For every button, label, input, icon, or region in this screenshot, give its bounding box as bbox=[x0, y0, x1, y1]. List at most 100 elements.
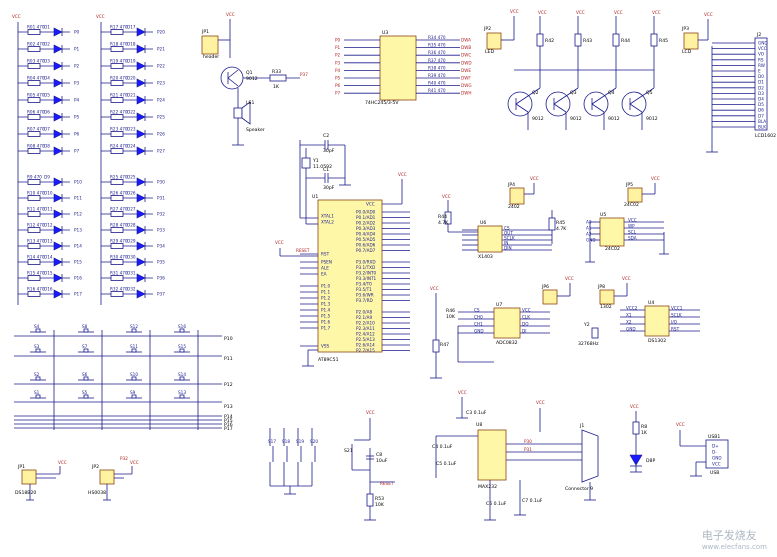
cap-label: 30pF bbox=[323, 185, 335, 191]
mcu-pin-label: P2.1/A9 bbox=[356, 315, 372, 320]
q-label: Q4 bbox=[608, 90, 615, 96]
led-icon bbox=[53, 129, 63, 139]
key-label: S14 bbox=[178, 372, 186, 377]
key-col-label: P14 bbox=[224, 414, 233, 420]
cap-label: C5 0.1uF bbox=[436, 461, 457, 467]
mcu-pin-label: P1.3 bbox=[321, 302, 331, 307]
r1-label: R44 bbox=[438, 214, 447, 220]
resistor-label: R23 470 bbox=[110, 127, 128, 132]
mcu-pin-label: P3.0/RXD bbox=[356, 260, 376, 265]
led-icon bbox=[53, 44, 63, 54]
lcd-pin-label: D4 bbox=[758, 97, 764, 102]
part-label: 24C02 bbox=[605, 246, 620, 252]
mcu-pin-label: P3.5/T1 bbox=[356, 287, 372, 292]
led-label: D6 bbox=[44, 110, 50, 115]
led-icon bbox=[136, 129, 146, 139]
vcc-label: VCC bbox=[275, 240, 284, 245]
c1-label: C1 bbox=[323, 167, 329, 173]
resistor-label: R01 470 bbox=[27, 25, 45, 30]
pin-label: P23 bbox=[157, 81, 165, 86]
u3-res-label: R37 470 bbox=[428, 58, 446, 63]
q-type-label: 9012 bbox=[532, 116, 544, 122]
lcd-pin-label: D2 bbox=[758, 85, 764, 90]
rtc-pin-label: CS bbox=[504, 226, 510, 231]
r-label: R8 bbox=[641, 424, 647, 430]
vcc-label: VCC bbox=[130, 460, 139, 465]
lcd-pin-label: D3 bbox=[758, 91, 764, 96]
adc0832: JP6 VCC VCC R47 R46 10K U7 ADC0832 CSCH0… bbox=[430, 276, 574, 379]
key-switch: S10 bbox=[126, 372, 142, 381]
led-icon bbox=[53, 177, 63, 187]
mcu-pin-label: P0.0/AD0 bbox=[356, 210, 376, 215]
r-label: R45 bbox=[659, 38, 668, 44]
led-label: D19 bbox=[127, 59, 136, 64]
pin-label: P30 bbox=[157, 180, 165, 185]
pin-label: P1 bbox=[74, 47, 80, 52]
led-icon bbox=[136, 241, 146, 251]
resistor-label: R19 470 bbox=[110, 59, 128, 64]
led-icon bbox=[53, 27, 63, 37]
key-col-label: P15 bbox=[224, 418, 233, 424]
reset-r-label: R53 bbox=[375, 496, 384, 502]
watermark-text: 电子发烧友 bbox=[701, 529, 757, 542]
led-label: D12 bbox=[44, 223, 53, 228]
usb-label: USB1 bbox=[708, 434, 720, 440]
u-label: U5 bbox=[600, 212, 606, 218]
vcc-label: VCC bbox=[676, 422, 685, 427]
mcu-pin-label: P1.2 bbox=[321, 296, 331, 301]
vcc-label: VCC bbox=[538, 10, 547, 15]
led-label: D24 bbox=[127, 144, 136, 149]
pin-label: P15 bbox=[74, 260, 82, 265]
eeprom-pin-label: SDA bbox=[628, 236, 637, 241]
led-icon bbox=[136, 273, 146, 283]
mcu-pin-label: P2.4/A12 bbox=[356, 332, 375, 337]
led-label: D9 bbox=[44, 175, 50, 180]
key-label: S15 bbox=[178, 344, 186, 349]
led-label: D17 bbox=[127, 25, 136, 30]
resistor-label: R22 470 bbox=[110, 110, 128, 115]
ds1302-pin-label: SCLK bbox=[671, 313, 682, 318]
adc-pin-label: DI bbox=[522, 329, 526, 334]
vcc-label: VCC bbox=[614, 10, 623, 15]
u3-out-pin: DWB bbox=[461, 45, 471, 50]
vcc-label: VCC bbox=[530, 176, 539, 181]
resistor-label: R29 470 bbox=[110, 239, 128, 244]
eeprom-pin-label: A0 bbox=[586, 220, 592, 225]
ds18b20-header: JP1 VCC DS18B20 bbox=[15, 460, 67, 501]
mcu-pin-label: P1.0 bbox=[321, 284, 331, 289]
ds1302-pin-label: RST bbox=[671, 327, 680, 332]
adc-pin-label: CS bbox=[474, 308, 480, 313]
pin-label: P16 bbox=[74, 276, 82, 281]
mcu-at89c51: U1 AT89C51 XTAL1XTAL2RSTPSENALEEAP1.0P1.… bbox=[275, 172, 410, 367]
indep-key-label: S18 bbox=[282, 439, 290, 444]
led-icon bbox=[53, 112, 63, 122]
resistor-label: R17 470 bbox=[110, 25, 128, 30]
jp-label: JP4 bbox=[507, 182, 515, 188]
mcu-pin-label: P2.7/A15 bbox=[356, 348, 375, 353]
reset-label: RESET bbox=[380, 481, 394, 486]
lcd-j-label: J2 bbox=[756, 32, 761, 38]
reset-rv-label: 10K bbox=[375, 502, 385, 508]
pin-label: P36 bbox=[157, 276, 165, 281]
resistor-label: R06 470 bbox=[27, 110, 45, 115]
pin-label: P12 bbox=[74, 212, 82, 217]
freq-label: 32768Hz bbox=[578, 341, 599, 347]
vcc-label: VCC bbox=[58, 460, 67, 465]
jp-label: JP3 bbox=[681, 26, 689, 32]
pin-label: P37 bbox=[300, 72, 308, 77]
q-type-label: 9012 bbox=[646, 116, 658, 122]
resistor-label: R05 470 bbox=[27, 93, 45, 98]
q-label: Q5 bbox=[646, 90, 653, 96]
led-label: D3 bbox=[44, 59, 50, 64]
mcu-pin-label: P0.7/AD7 bbox=[356, 248, 376, 253]
